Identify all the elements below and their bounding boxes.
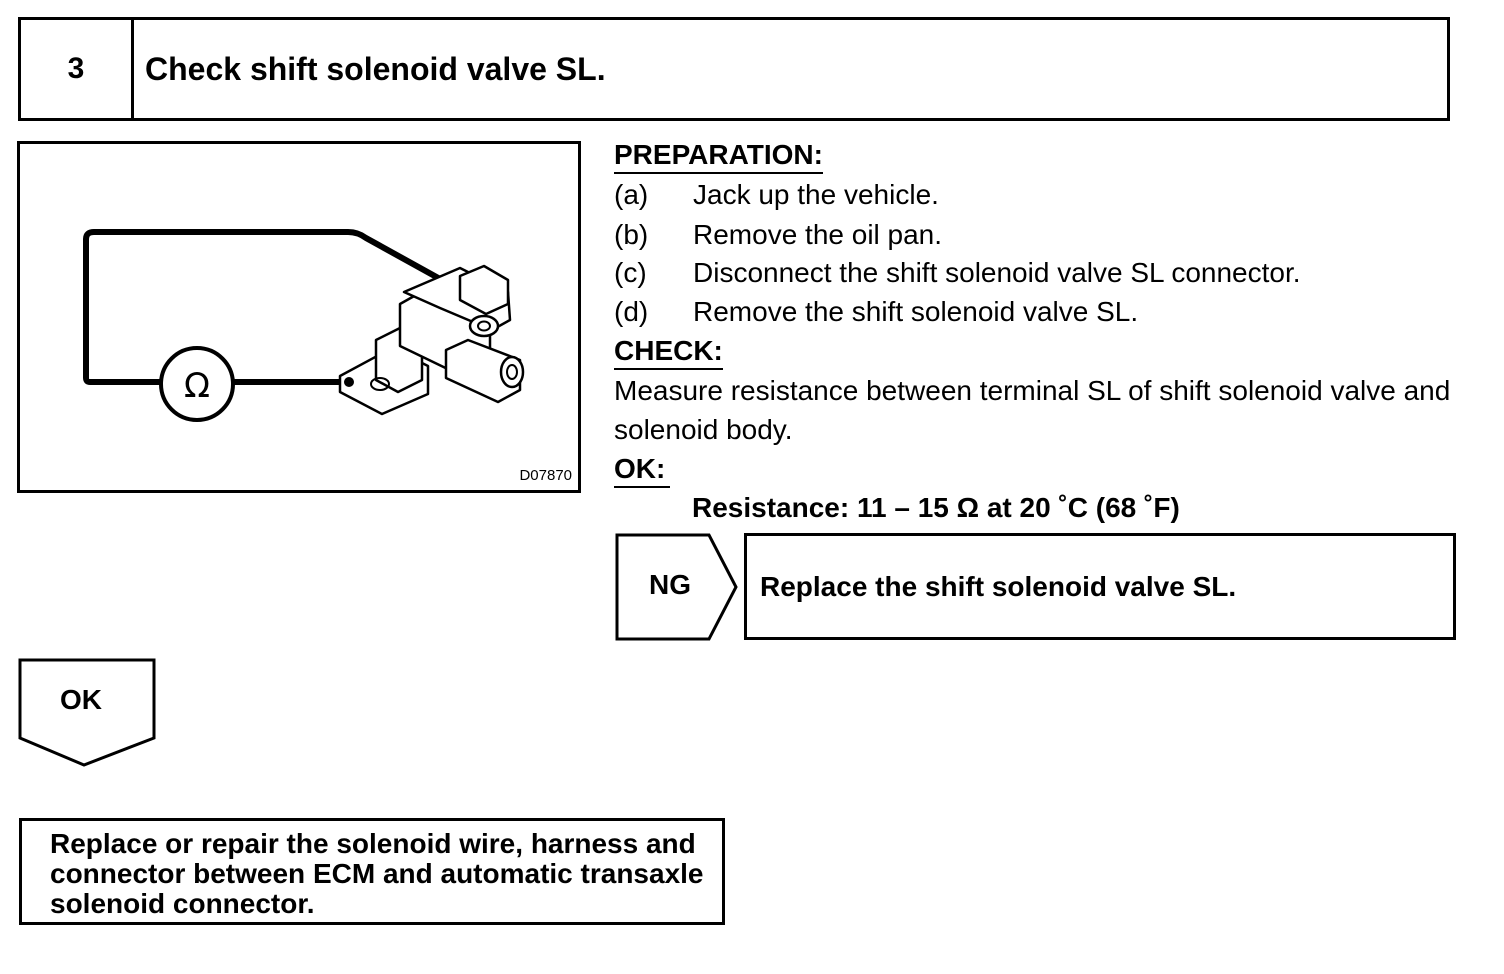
ok-branch-marker: OK — [18, 658, 158, 768]
resistance-spec: Resistance: 11 – 15 Ω at 20 ˚C (68 ˚F) — [692, 492, 1180, 523]
list-item: (b) Remove the oil pan. — [614, 218, 1474, 252]
meter-symbol: Ω — [184, 366, 210, 406]
step-text: Remove the shift solenoid valve SL. — [693, 296, 1139, 327]
ng-result-text: Replace the shift solenoid valve SL. — [760, 571, 1237, 602]
list-item: (d) Remove the shift solenoid valve SL. — [614, 295, 1474, 329]
ng-result-box: Replace the shift solenoid valve SL. — [744, 533, 1456, 640]
ng-branch-marker: NG — [615, 533, 739, 641]
ok-result-text: Replace or repair the solenoid wire, har… — [50, 828, 704, 919]
step-letter: (c) — [614, 257, 647, 288]
illustration-panel: Ω D07870 — [17, 141, 581, 493]
step-text: Remove the oil pan. — [693, 219, 943, 250]
step-header: 3 Check shift solenoid valve SL. — [18, 17, 1450, 121]
check-heading: CHECK: — [614, 336, 723, 370]
step-title: Check shift solenoid valve SL. — [145, 50, 606, 87]
step-text: Jack up the vehicle. — [693, 179, 939, 210]
ok-heading: OK: — [614, 454, 670, 488]
solenoid-valve-icon: Ω — [83, 229, 525, 422]
check-text: Measure resistance between terminal SL o… — [614, 375, 1451, 445]
step-text: Disconnect the shift solenoid valve SL c… — [693, 257, 1301, 288]
ng-label: NG — [649, 569, 691, 600]
step-number: 3 — [21, 20, 134, 118]
step-letter: (a) — [614, 179, 649, 210]
list-item: (c) Disconnect the shift solenoid valve … — [614, 256, 1474, 290]
ok-label: OK — [60, 684, 102, 715]
figure-id: D07870 — [519, 467, 572, 484]
ok-result-box: Replace or repair the solenoid wire, har… — [19, 818, 725, 925]
step-letter: (d) — [614, 296, 649, 327]
preparation-heading: PREPARATION: — [614, 140, 823, 174]
ohmmeter-icon — [159, 346, 235, 422]
step-letter: (b) — [614, 219, 649, 250]
list-item: (a) Jack up the vehicle. — [614, 178, 1474, 212]
